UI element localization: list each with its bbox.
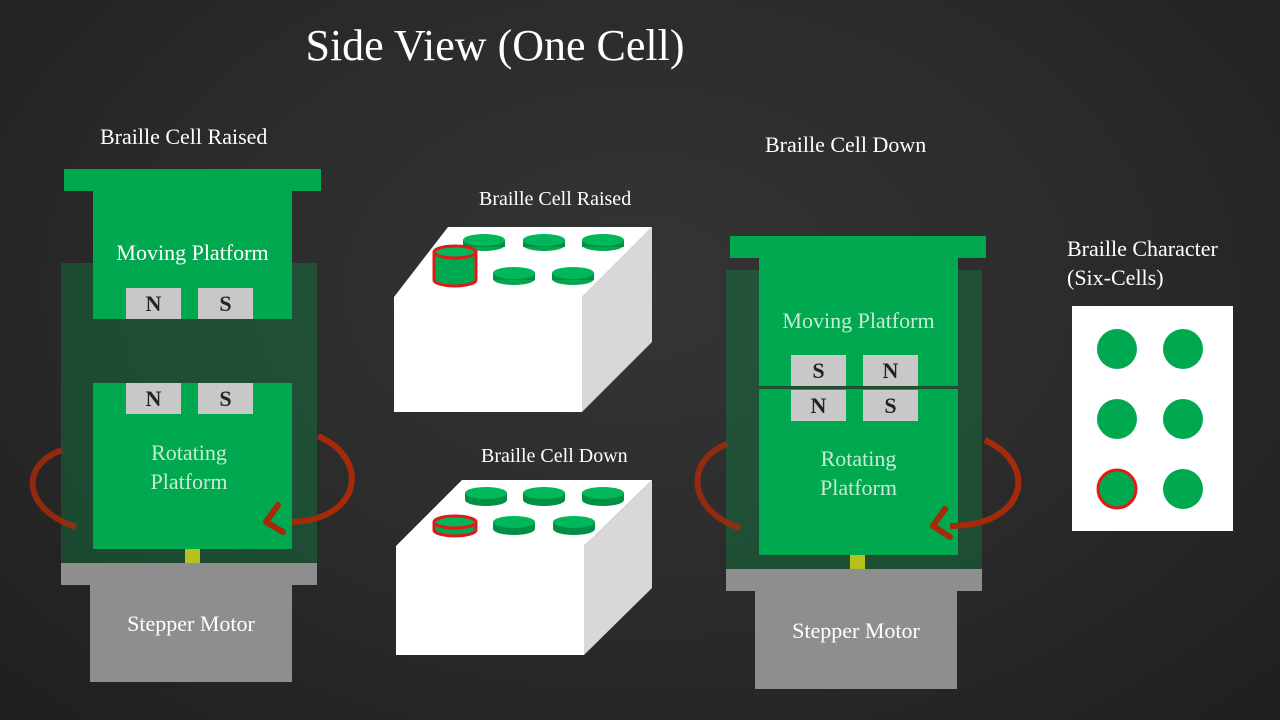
- left-motor-shaft: [185, 549, 200, 564]
- braille-dot-4: [1163, 399, 1203, 439]
- braille-dot-6: [1163, 469, 1203, 509]
- down-pin-4-highlighted: [432, 514, 478, 538]
- right-lower-magnet-n: N: [791, 390, 846, 421]
- braille-character-label-line1: Braille Character: [1067, 236, 1218, 261]
- left-stepper-motor: [90, 585, 292, 682]
- left-lower-magnet-n: N: [126, 383, 181, 414]
- raised-pin-2: [523, 234, 565, 251]
- left-motor-label: Stepper Motor: [127, 611, 255, 636]
- down-pin-2: [523, 487, 565, 506]
- left-assembly-heading: Braille Cell Raised: [100, 124, 268, 149]
- left-upper-magnet-n: N: [126, 288, 181, 319]
- left-rotating-label-line2: Platform: [150, 469, 228, 494]
- right-rotating-platform-label: Rotating Platform: [759, 444, 958, 502]
- right-assembly-heading: Braille Cell Down: [765, 132, 927, 157]
- right-platform-divider: [759, 386, 958, 389]
- page-title: Side View (One Cell): [305, 21, 685, 70]
- right-motor-shaft: [850, 555, 865, 570]
- left-moving-platform-label: Moving Platform: [116, 240, 269, 265]
- right-upper-magnet-s: S: [791, 355, 846, 386]
- down-pin-1: [465, 487, 507, 506]
- left-upper-magnet-s: S: [198, 288, 253, 319]
- right-motor-label: Stepper Motor: [792, 618, 920, 643]
- right-upper-magnet-n: N: [863, 355, 918, 386]
- right-stepper-motor: [755, 591, 957, 689]
- braille-dot-2: [1163, 329, 1203, 369]
- braille-dot-1: [1097, 329, 1137, 369]
- raised-pin-6: [552, 267, 594, 285]
- right-lower-magnet-s: S: [863, 390, 918, 421]
- braille-character-label-line2: (Six-Cells): [1067, 265, 1164, 290]
- right-moving-platform-label: Moving Platform: [782, 308, 935, 333]
- raised-pin-3: [582, 234, 624, 251]
- left-moving-platform-cap: [64, 169, 321, 191]
- right-rotating-label-line2: Platform: [820, 475, 897, 500]
- braille-dot-3: [1097, 399, 1137, 439]
- middle-down-label: Braille Cell Down: [481, 445, 628, 467]
- left-rotating-platform-label: Rotating Platform: [93, 438, 285, 496]
- raised-pin-4-highlighted: [432, 244, 478, 288]
- down-pin-6: [553, 516, 595, 535]
- left-rotating-label-line1: Rotating: [151, 440, 227, 465]
- right-motor-flange: [726, 569, 982, 591]
- braille-dot-5-highlighted: [1096, 468, 1138, 510]
- down-pin-3: [582, 487, 624, 506]
- raised-pin-5: [493, 267, 535, 285]
- left-motor-flange: [61, 563, 317, 585]
- left-lower-magnet-s: S: [198, 383, 253, 414]
- down-pin-5: [493, 516, 535, 535]
- right-moving-platform-cap: [730, 236, 986, 258]
- middle-raised-label: Braille Cell Raised: [479, 188, 632, 210]
- right-rotating-label-line1: Rotating: [820, 446, 897, 471]
- braille-character-label: Braille Character (Six-Cells): [1067, 234, 1218, 292]
